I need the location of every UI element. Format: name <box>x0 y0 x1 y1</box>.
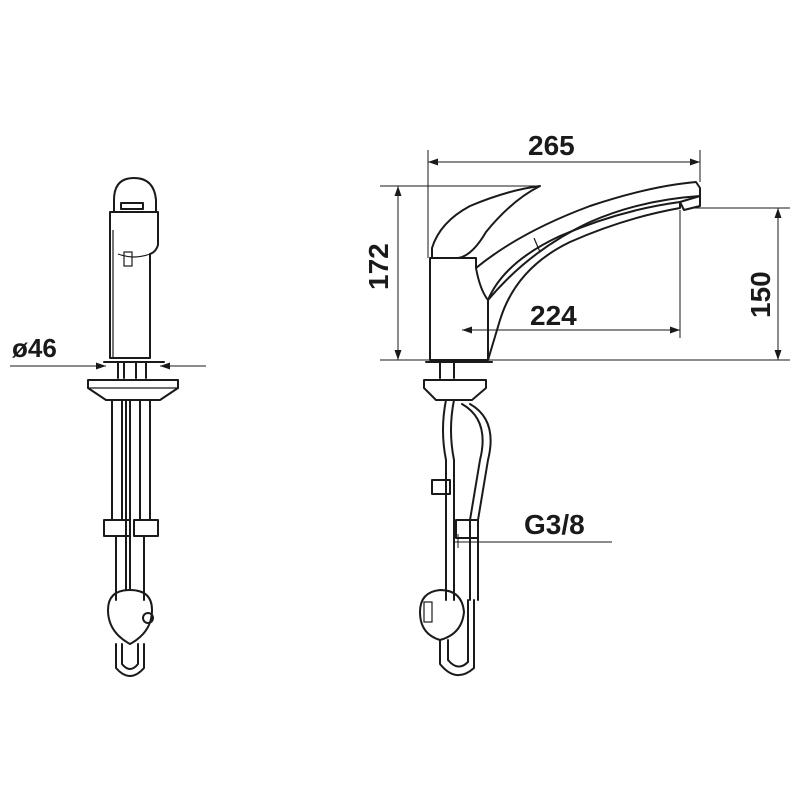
front-hose-left <box>111 399 123 521</box>
front-lever-slot <box>120 202 144 210</box>
side-spout-tip <box>679 195 701 211</box>
base-diameter-label: ø46 <box>12 333 57 363</box>
side-hose-loop <box>439 599 475 676</box>
front-clamp-screw <box>142 612 154 624</box>
side-clamp <box>419 589 465 641</box>
front-nut-left <box>103 519 131 537</box>
front-clamp <box>107 589 153 645</box>
front-hose-loop <box>115 643 145 677</box>
side-body <box>429 257 489 361</box>
spout-reach-label: 224 <box>530 300 577 331</box>
total-width-label: 265 <box>528 130 575 161</box>
dimension-base-diameter: ø46 <box>10 333 206 370</box>
front-body-mark <box>123 251 133 267</box>
front-body <box>109 211 159 359</box>
side-spout-bottom <box>487 201 681 361</box>
connection-thread-label: G3/8 <box>524 509 585 540</box>
side-hose-c <box>461 403 484 601</box>
dimension-spout-height: 150 <box>488 207 790 361</box>
dimension-total-width: 265 <box>427 130 701 258</box>
side-clamp-screw <box>423 601 433 623</box>
dimension-spout-reach: 224 <box>462 210 681 338</box>
dimension-total-height: 172 <box>363 185 540 361</box>
dimension-connection-thread: G3/8 <box>454 509 612 548</box>
side-lever <box>431 185 541 259</box>
total-height-label: 172 <box>363 243 394 290</box>
side-upper-nut <box>431 479 451 495</box>
side-spout-joint <box>533 237 541 253</box>
spout-height-label: 150 <box>745 271 776 318</box>
front-hose-loop-inner <box>121 643 139 670</box>
side-hose-a <box>442 399 447 601</box>
front-hose-right <box>139 399 151 521</box>
front-mount-plate <box>87 379 179 401</box>
front-body-curve <box>117 253 151 258</box>
side-mount-plate <box>423 379 487 401</box>
side-hose-d <box>469 403 492 601</box>
side-connection-nut <box>455 519 479 539</box>
side-hose-b <box>450 399 455 601</box>
front-nut-right <box>133 519 159 537</box>
front-view <box>87 177 179 677</box>
side-view <box>419 181 701 676</box>
front-lever <box>113 177 157 213</box>
side-spout-top <box>475 181 701 301</box>
side-hose-loop-inner <box>447 599 469 668</box>
